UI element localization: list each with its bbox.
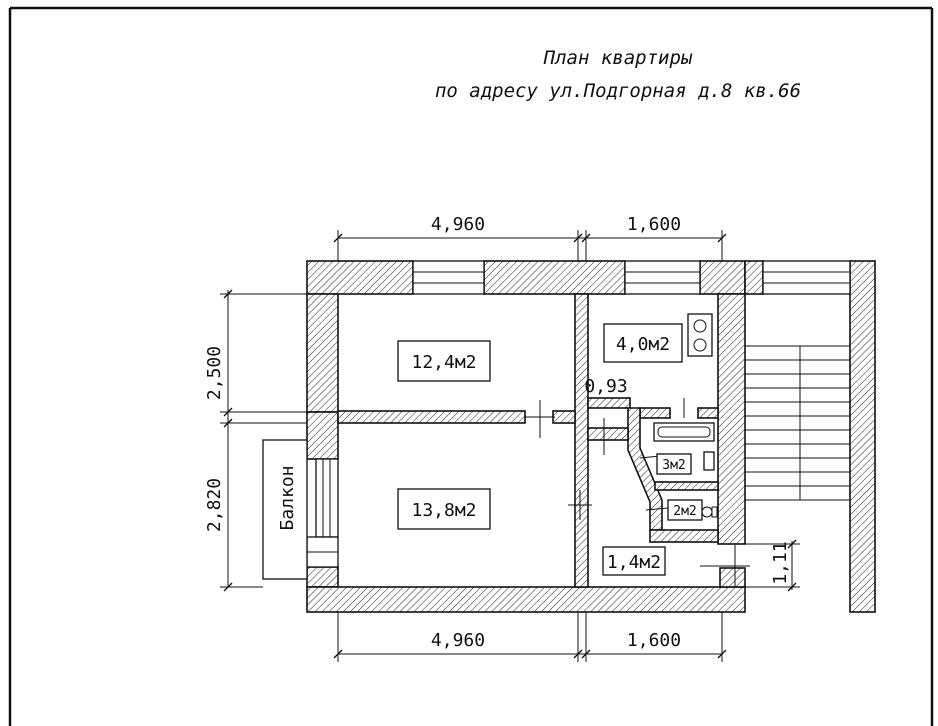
room-upper-area: 12,4м2 (411, 352, 476, 373)
opening-marks (525, 398, 750, 587)
sink-icon (703, 451, 715, 471)
kitchen-area: 4,0м2 (616, 334, 670, 355)
dim-corridor: 0,93 (584, 376, 627, 397)
dim-left-lower: 2,820 (204, 478, 225, 532)
room-lower-area: 13,8м2 (411, 500, 476, 521)
staircase (745, 345, 850, 501)
toilet-area: 2м2 (673, 504, 696, 519)
windows (306, 260, 851, 568)
dim-top-left: 4,960 (431, 214, 485, 235)
exterior-walls (306, 260, 876, 613)
balcony (262, 439, 308, 580)
interior-walls (337, 293, 719, 588)
room-upper-box (397, 340, 491, 382)
toilet-icon (701, 506, 718, 518)
room-lower-box (397, 488, 491, 530)
balcony-label: Балкон (277, 465, 298, 530)
stove-icon (687, 313, 713, 357)
dim-top-right: 1,600 (627, 214, 681, 235)
dimension-lines (220, 230, 800, 662)
toilet-box (667, 499, 703, 521)
plan-title-line1: План квартиры (543, 47, 693, 69)
bathtub-icon (653, 422, 715, 442)
dim-bottom-left: 4,960 (431, 630, 485, 651)
plan-title-line2: по адресу ул.Подгорная д.8 кв.66 (435, 80, 801, 102)
hallway-box (602, 546, 666, 576)
dim-right-small: 1,11 (770, 541, 791, 584)
sheet-frame (8, 6, 934, 726)
dim-left-upper: 2,500 (204, 346, 225, 400)
bathroom-area: 3м2 (662, 458, 685, 473)
bathroom-box (656, 453, 692, 475)
dim-bottom-right: 1,600 (627, 630, 681, 651)
hallway-area: 1,4м2 (607, 552, 661, 573)
kitchen-box (603, 323, 683, 363)
